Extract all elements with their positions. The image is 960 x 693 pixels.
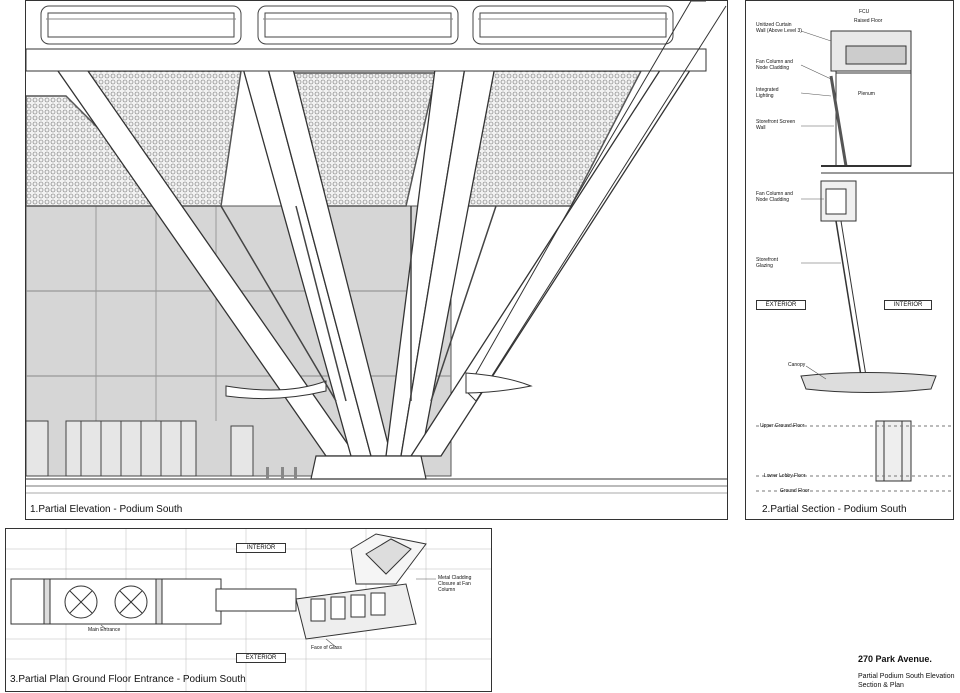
upper-curtain-wall xyxy=(40,5,674,45)
note-lower-lobby: Lower Lobby Floor xyxy=(764,473,806,479)
plan-drawing xyxy=(6,529,491,691)
entrance-doors xyxy=(26,420,254,477)
note-fan-column-2: Fan Column and Node Cladding xyxy=(756,191,793,203)
plan-panel: INTERIOR EXTERIOR Main Entrance Face of … xyxy=(5,528,492,692)
note-fan-column-1: Fan Column and Node Cladding xyxy=(756,59,793,71)
note-screen-wall: Storefront Screen Wall xyxy=(756,119,796,131)
sheet-title-line2: Section & Plan xyxy=(858,682,904,689)
podium-beam xyxy=(26,48,707,72)
fan-columns xyxy=(49,60,698,457)
label-interior: INTERIOR xyxy=(884,300,932,310)
plan-label-exterior: EXTERIOR xyxy=(236,653,286,663)
elevation-panel: 1.Partial Elevation - Podium South xyxy=(25,0,728,520)
elevation-drawing xyxy=(26,1,727,494)
label-exterior: EXTERIOR xyxy=(756,300,806,310)
plan-face-of-glass: Face of Glass xyxy=(311,645,342,651)
elevation-caption: 1.Partial Elevation - Podium South xyxy=(30,504,183,515)
section-caption: 2.Partial Section - Podium South xyxy=(762,504,907,515)
plan-main-entrance: Main Entrance xyxy=(88,627,121,633)
bollards xyxy=(266,467,297,479)
plan-cladding-note: Metal Cladding Closure at Fan Column xyxy=(438,575,472,593)
plan-caption: 3.Partial Plan Ground Floor Entrance - P… xyxy=(10,674,246,685)
note-raised-floor: Raised Floor xyxy=(854,18,883,24)
note-plenum: Plenum xyxy=(858,91,875,97)
project-title: 270 Park Avenue. xyxy=(858,654,932,664)
section-panel: FCU Raised Floor Unitized Curtain Wall (… xyxy=(745,0,954,520)
note-canopy: Canopy xyxy=(788,362,806,368)
section-drawing xyxy=(756,30,953,492)
note-fcu: FCU xyxy=(859,9,870,15)
column-base-node xyxy=(310,455,427,480)
note-curtain-wall: Unitized Curtain Wall (Above Level 3) xyxy=(756,22,802,34)
plan-label-interior: INTERIOR xyxy=(236,543,286,553)
note-glazing: Storefront Glazing xyxy=(756,257,778,269)
note-ground-floor: Ground Floor xyxy=(780,488,810,494)
note-lighting: Integrated Lighting xyxy=(756,87,779,99)
sheet-title-line1: Partial Podium South Elevation xyxy=(858,673,955,680)
note-upper-ground: Upper Ground Floor xyxy=(760,423,805,429)
canopy xyxy=(225,380,327,400)
